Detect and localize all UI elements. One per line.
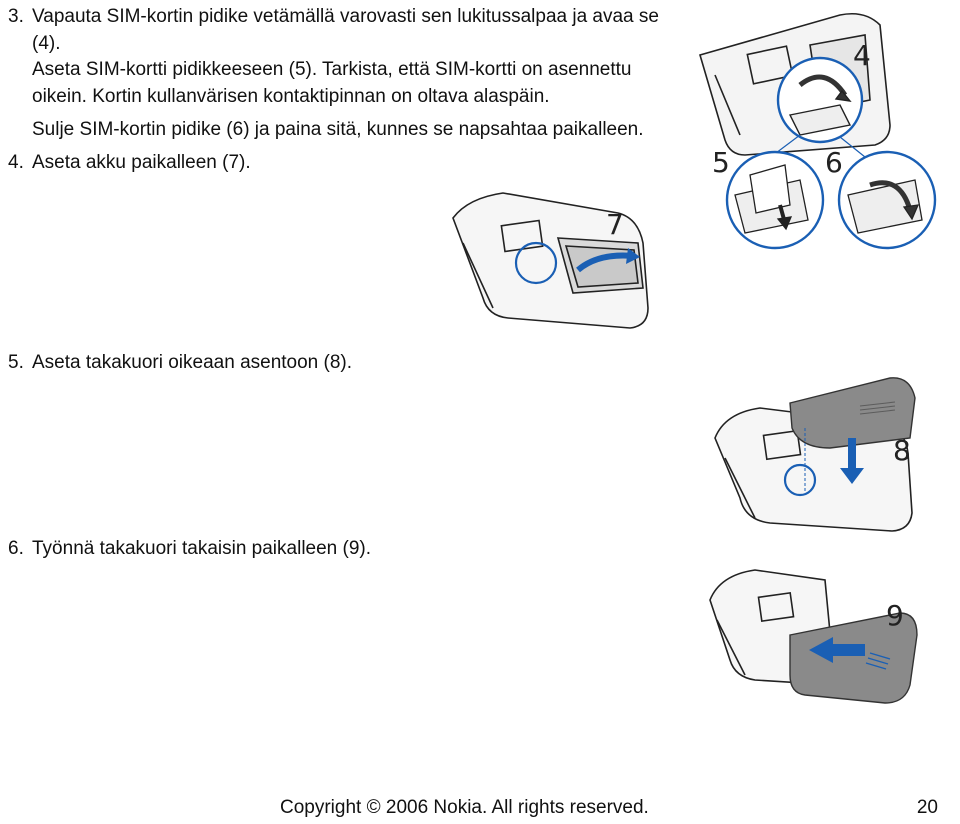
step-4-number: 4.: [8, 152, 24, 173]
step-6-number: 6.: [8, 538, 24, 559]
step-3-number: 3.: [8, 6, 24, 27]
callout-8: 8: [893, 434, 911, 467]
step-3-text-1: Vapauta SIM-kortin pidike vetämällä varo…: [32, 6, 659, 27]
step-3-line-3: Aseta SIM-kortti pidikkeeseen (5). Tarki…: [32, 59, 632, 80]
callout-9: 9: [886, 599, 904, 632]
back-cover-position-illustration: 8: [714, 377, 916, 532]
sim-holder-illustration: 4 5 6: [699, 12, 937, 250]
step-5-number: 5.: [8, 352, 24, 373]
step-4-text: Aseta akku paikalleen (7).: [32, 152, 251, 173]
cover-latch-circle: [783, 463, 817, 497]
back-cover-slide-illustration: 9: [709, 569, 918, 704]
back-cover-panel: [789, 377, 916, 449]
callout-7: 7: [606, 208, 624, 241]
back-cover-panel-sliding: [789, 612, 918, 704]
step-3-line-4: oikein. Kortin kullanvärisen kontaktipin…: [32, 86, 550, 107]
battery-contact-circle: [514, 241, 558, 285]
step-3-line-2: (4).: [32, 33, 61, 54]
step-4-line: 4. Aseta akku paikalleen (7).: [8, 150, 251, 176]
footer-copyright: Copyright © 2006 Nokia. All rights reser…: [280, 797, 649, 818]
step-5-line: 5. Aseta takakuori oikeaan asentoon (8).: [8, 350, 352, 376]
step-6-text: Työnnä takakuori takaisin paikalleen (9)…: [32, 538, 372, 559]
callout-4: 4: [853, 39, 871, 72]
step-3-line-5: Sulje SIM-kortin pidike (6) ja paina sit…: [32, 119, 644, 140]
page-number: 20: [916, 797, 938, 818]
step-6-line: 6. Työnnä takakuori takaisin paikalleen (…: [8, 536, 371, 562]
battery-illustration: 7: [452, 192, 649, 329]
callout-6: 6: [825, 146, 843, 179]
step-5-text: Aseta takakuori oikeaan asentoon (8).: [32, 352, 353, 373]
callout-5: 5: [712, 146, 730, 179]
step-3-line-1: 3. Vapauta SIM-kortin pidike vetämällä va…: [8, 4, 659, 30]
